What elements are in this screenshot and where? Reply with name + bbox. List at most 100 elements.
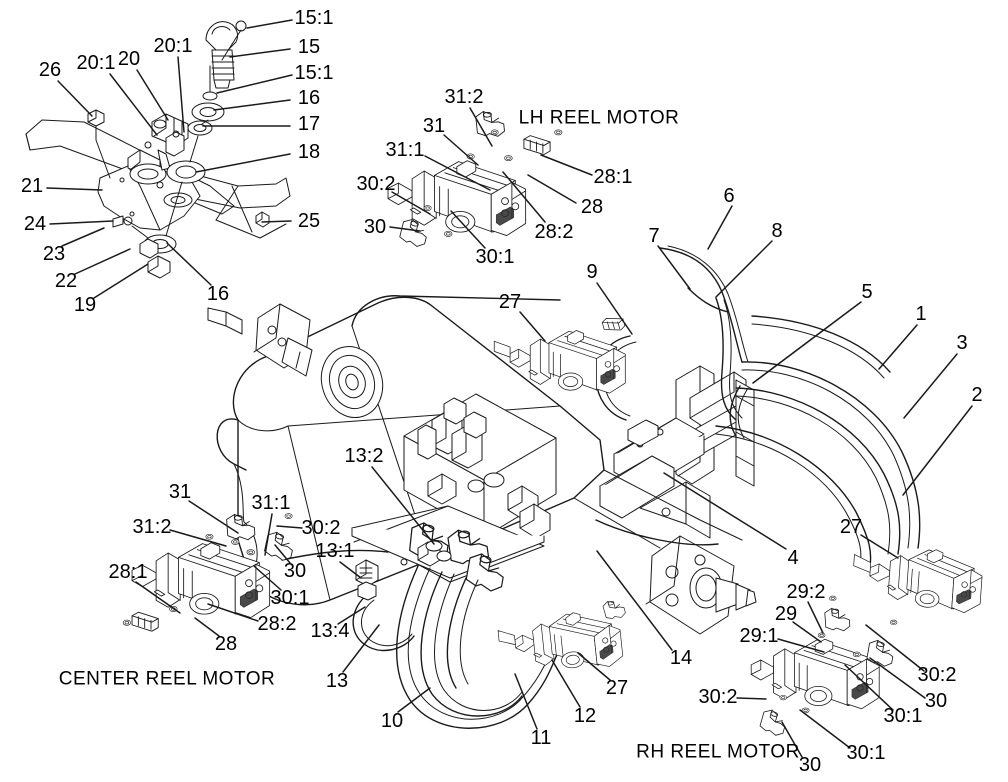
leader-line [540,154,593,176]
leader-line [577,652,611,681]
callout-label: 8 [771,220,783,242]
callout-label: 27 [839,516,863,538]
leader-line [339,561,362,579]
leader-line [109,73,158,136]
callout-label: 7 [648,225,660,247]
callout-label: 25 [297,210,321,232]
leader-line [424,155,491,191]
leader-line [902,405,973,496]
callout-label: 17 [297,113,321,135]
callout-label: 13:1 [315,540,355,562]
leader-line [49,220,114,225]
callout-label: 15:1 [294,7,334,29]
callout-label: 13 [325,670,349,692]
callout-label: 27 [605,677,629,699]
leader-line [777,638,825,653]
callout-label: 30 [798,754,822,776]
callout-label: 27 [498,291,522,313]
leader-line [715,240,773,298]
callout-label: 30:1 [475,246,515,268]
callout-label: 16 [297,87,321,109]
callout-label: 28:2 [257,613,297,635]
callout-label: 29:1 [739,625,779,647]
steering-bracket-exploded [25,20,291,279]
leader-line [878,324,918,370]
callout-label: 13:4 [310,620,350,642]
leader-line [264,513,273,556]
callout-label: 11 [530,727,552,749]
rh-reel-motor-assembly [750,595,898,738]
leader-line [93,263,149,299]
callout-label: 2 [971,384,983,406]
callout-label: 30:2 [698,686,738,708]
leader-line [736,697,767,700]
callout-label: 20:1 [153,35,193,57]
leader-line [502,171,546,223]
callout-label: 28:2 [534,221,574,243]
leader-line [596,282,633,335]
leader-line [337,606,366,625]
valve-elbow-cluster [408,521,508,594]
pump-assembly-upper [493,313,627,394]
callout-label: 10 [380,710,404,732]
leader-line [246,19,293,29]
callout-label: 3 [956,332,968,354]
leader-line [450,210,486,249]
callout-label: 29 [774,603,798,625]
callout-label: 24 [23,213,47,235]
leader-line [657,245,691,290]
left-spindle [207,303,313,377]
callout-label: 15 [297,36,321,58]
leader-line [177,56,185,133]
callout-label: 30:2 [301,517,341,539]
callout-label: 30 [924,690,948,712]
pump-assembly-right [853,544,985,615]
callout-label: 13:2 [344,445,384,467]
callout-leader-lines [46,19,973,758]
leader-line [253,565,282,591]
callout-label: 31:1 [385,139,425,161]
callout-label: 31:2 [132,516,172,538]
callout-label: 12 [573,705,597,727]
leader-line [213,99,291,111]
callout-label: 28 [580,196,604,218]
leader-line [74,248,131,275]
leader-line [860,534,899,559]
callout-label: 30:1 [846,742,886,764]
leader-line [391,191,431,215]
leader-line [274,544,291,564]
leader-line [792,621,822,643]
callout-label: 18 [297,141,321,163]
leader-line [276,525,303,529]
leader-line [865,624,925,672]
leader-line [903,353,958,419]
callout-label: 28:1 [108,561,148,583]
section-title-lh: LH REEL MOTOR [518,107,680,129]
callout-label: 20 [117,48,141,70]
leader-line [663,472,787,550]
leader-line [195,153,291,173]
pump-assembly-bottom [497,597,627,677]
callout-label: 5 [861,281,873,303]
leader-line [389,226,421,232]
leader-line [169,529,227,547]
callout-label: 28:1 [593,166,633,188]
callout-label: 31:2 [444,86,484,108]
leader-line [551,659,581,708]
callout-label: 30 [283,560,307,582]
leader-line [844,664,894,711]
leader-line [166,242,212,286]
leader-line [61,227,105,247]
leader-line [216,74,293,94]
leader-line [46,187,103,191]
callout-label: 30 [363,216,387,238]
leader-line [207,603,259,622]
leader-line [869,657,926,699]
callout-label: 14 [669,647,693,669]
leader-line [596,550,673,651]
callout-label: 4 [787,547,799,569]
callout-label: 6 [723,185,735,207]
leader-line [229,48,291,58]
